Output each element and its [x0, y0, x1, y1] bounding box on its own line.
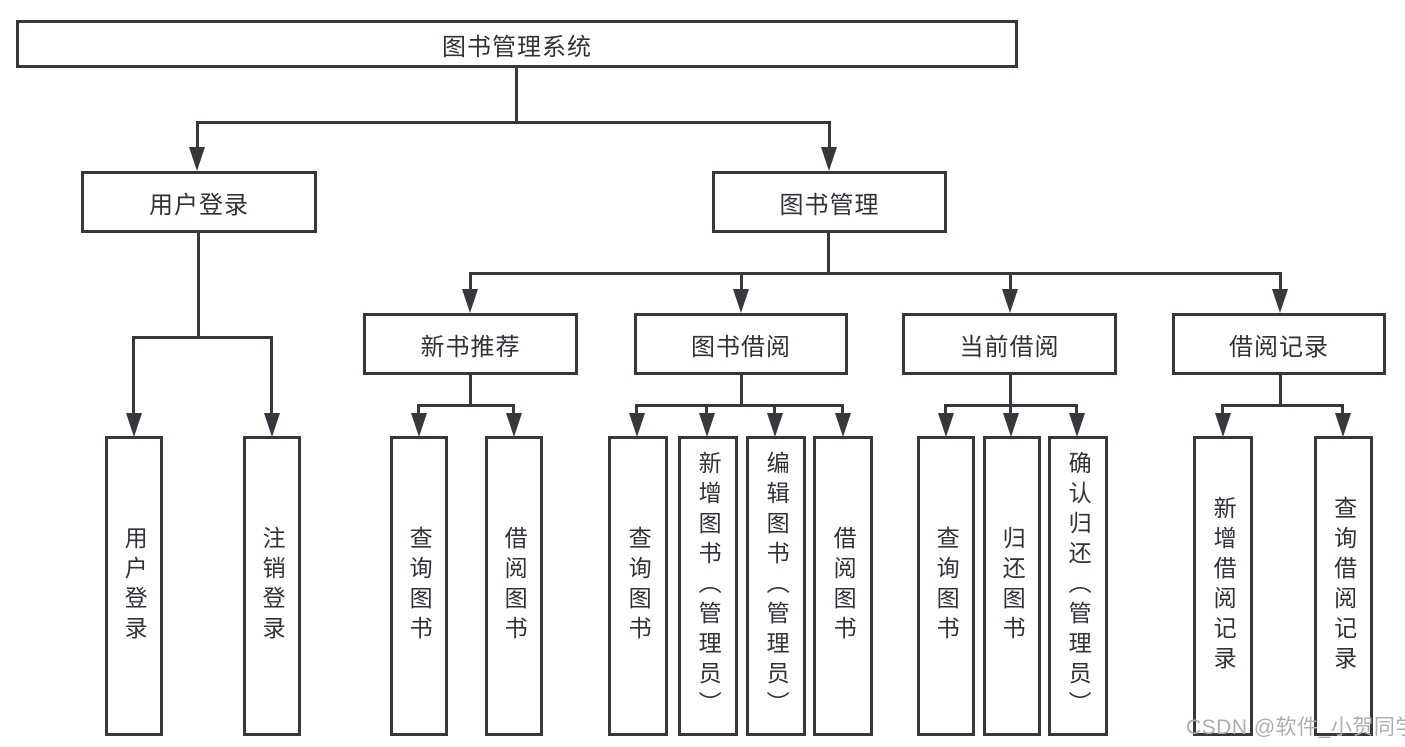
- arrow-down-new-book: [462, 289, 478, 313]
- node-label: 图书借阅: [691, 333, 791, 361]
- connector-book-mgmt-stem: [828, 121, 831, 152]
- leaf-query-books: 查询图书: [608, 436, 668, 736]
- leaf-label: 借阅图书: [830, 526, 857, 646]
- leaf-label: 归还图书: [999, 526, 1026, 646]
- connector-leaf-stem: [635, 404, 638, 416]
- arrow-down-leaf: [411, 413, 427, 437]
- connector-book-mgmt-down: [827, 233, 830, 275]
- node-label: 新书推荐: [420, 333, 521, 361]
- connector-leaf-stem: [841, 404, 844, 416]
- connector-branch-stem: [1009, 375, 1012, 407]
- connector-root-stem: [515, 68, 518, 124]
- connector-user-login-bus: [133, 336, 273, 339]
- leaf-query-borrow-record: 查询借阅记录: [1314, 436, 1373, 736]
- arrow-down-leaf: [1335, 413, 1351, 437]
- connector-branch-bus: [636, 404, 844, 407]
- connector-branch-stem: [740, 375, 743, 407]
- arrow-down-leaf: [264, 413, 280, 437]
- leaf-add-borrow-record: 新增借阅记录: [1193, 436, 1253, 736]
- arrow-down-leaf: [1003, 413, 1019, 437]
- leaf-edit-books-admin: 编辑图书（管理员）: [746, 436, 806, 736]
- connector-level3-stem: [469, 272, 472, 294]
- leaf-label: 查询图书: [933, 526, 960, 646]
- arrow-down-book-borrow: [733, 289, 749, 313]
- connector-branch-stem: [1279, 375, 1282, 407]
- connector-leaf-stem: [417, 404, 420, 416]
- leaf-borrow-books: 借阅图书: [485, 436, 543, 736]
- leaf-label: 借阅图书: [501, 526, 528, 646]
- arrow-down-book-mgmt: [821, 147, 837, 171]
- arrow-down-leaf: [126, 413, 142, 437]
- arrow-down-leaf: [835, 413, 851, 437]
- connector-leaf-stem: [1221, 404, 1224, 416]
- leaf-label: 编辑图书（管理员）: [763, 451, 790, 721]
- leaf-logout: 注销登录: [243, 436, 301, 736]
- node-book-management: 图书管理: [712, 171, 947, 233]
- connector-leaf-stem: [1075, 404, 1078, 416]
- node-label: 借阅记录: [1229, 333, 1329, 361]
- arrow-down-leaf: [1215, 413, 1231, 437]
- connector-leaf-stem: [705, 404, 708, 416]
- leaf-borrow-books: 借阅图书: [813, 436, 873, 736]
- connector-level2-bus: [196, 121, 831, 124]
- leaf-label: 查询借阅记录: [1330, 496, 1357, 676]
- connector-leaf-stem: [1009, 404, 1012, 416]
- connector-leaf-stem: [132, 336, 135, 420]
- arrow-down-leaf: [938, 413, 954, 437]
- connector-leaf-stem: [1341, 404, 1344, 416]
- connector-level3-stem: [740, 272, 743, 294]
- watermark: CSDN @软件_小贺同学: [1186, 716, 1405, 739]
- node-new-book-recommend: 新书推荐: [363, 313, 578, 375]
- node-label: 图书管理: [779, 191, 880, 219]
- connector-branch-stem: [469, 375, 472, 407]
- node-current-borrow: 当前借阅: [902, 313, 1117, 375]
- arrow-down-current-borrow: [1002, 289, 1018, 313]
- arrow-down-leaf: [1069, 413, 1085, 437]
- connector-level3-bus: [469, 272, 1281, 275]
- connector-user-login-stem: [196, 121, 199, 152]
- leaf-user-login: 用户登录: [105, 436, 163, 736]
- connector-user-login-down: [197, 233, 200, 339]
- connector-branch-bus: [1222, 404, 1344, 407]
- leaf-query-books: 查询图书: [917, 436, 975, 736]
- arrow-down-user-login: [189, 147, 205, 171]
- connector-branch-bus: [418, 404, 515, 407]
- leaf-label: 注销登录: [259, 526, 286, 646]
- node-user-login: 用户登录: [81, 171, 317, 233]
- arrow-down-leaf: [767, 413, 783, 437]
- leaf-add-books-admin: 新增图书（管理员）: [678, 436, 738, 736]
- connector-leaf-stem: [270, 336, 273, 420]
- node-label: 当前借阅: [959, 333, 1060, 361]
- leaf-label: 查询图书: [406, 526, 433, 646]
- leaf-label: 确认归还（管理员）: [1065, 451, 1092, 721]
- node-book-borrow: 图书借阅: [634, 313, 848, 375]
- arrow-down-leaf: [629, 413, 645, 437]
- connector-leaf-stem: [944, 404, 947, 416]
- connector-leaf-stem: [773, 404, 776, 416]
- leaf-confirm-return-admin: 确认归还（管理员）: [1048, 436, 1108, 736]
- node-label: 用户登录: [149, 191, 249, 219]
- connector-level3-stem: [1279, 272, 1282, 294]
- leaf-query-books: 查询图书: [390, 436, 448, 736]
- connector-level3-stem: [1009, 272, 1012, 294]
- arrow-down-leaf: [506, 413, 522, 437]
- node-label: 图书管理系统: [442, 33, 592, 61]
- leaf-label: 查询图书: [625, 526, 652, 646]
- leaf-return-books: 归还图书: [983, 436, 1041, 736]
- arrow-down-leaf: [699, 413, 715, 437]
- connector-leaf-stem: [512, 404, 515, 416]
- leaf-label: 新增图书（管理员）: [695, 451, 722, 721]
- node-borrow-records: 借阅记录: [1172, 313, 1386, 375]
- arrow-down-borrow-records: [1272, 289, 1288, 313]
- node-library-management-system: 图书管理系统: [16, 20, 1018, 68]
- leaf-label: 新增借阅记录: [1210, 496, 1237, 676]
- leaf-label: 用户登录: [121, 526, 148, 646]
